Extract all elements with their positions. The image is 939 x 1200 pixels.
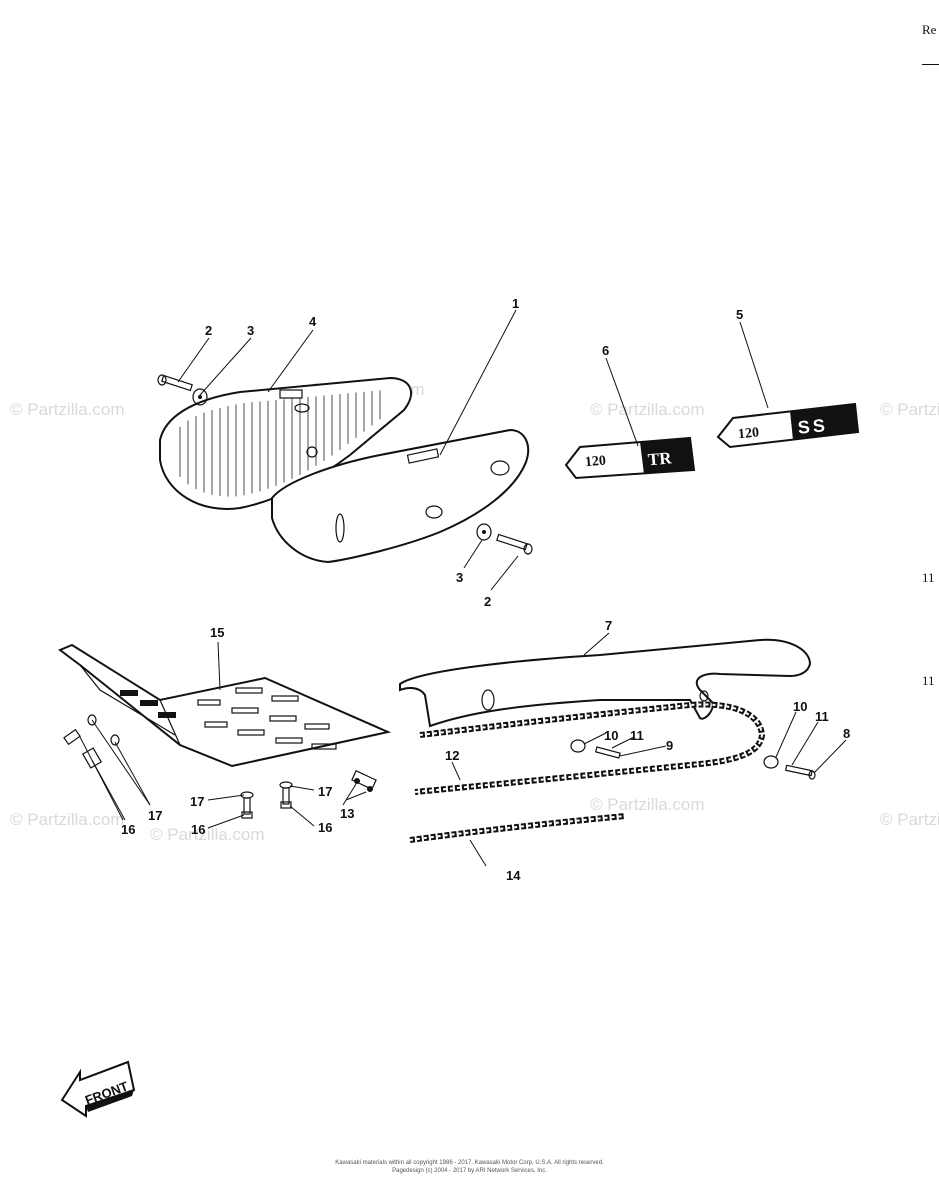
watermark-6: © Partzilla.com: [880, 810, 939, 829]
part-16-bolt-mid: [240, 791, 254, 819]
callout-numbers: 1 2 3 4 5 6 3 2 7 15 10 11 9 10 11 8 12 …: [121, 296, 850, 883]
callout-2-lower: 2: [484, 594, 491, 609]
watermark-8: © Partzilla.com: [150, 825, 265, 844]
callout-9: 9: [666, 738, 673, 753]
part-2-screw-upper: [157, 374, 193, 392]
part-3-washer-upper: [192, 388, 208, 406]
callout-14: 14: [506, 868, 521, 883]
callout-6: 6: [602, 343, 609, 358]
part-4-side-cover-rear: [159, 376, 412, 510]
watermark-1: © Partzilla.com: [10, 400, 125, 419]
edge-rule: [922, 64, 939, 65]
callout-7: 7: [605, 618, 612, 633]
part-16-bolt-right: [279, 781, 293, 809]
callout-13: 13: [340, 806, 354, 821]
callout-15: 15: [210, 625, 224, 640]
edge-text-top-right: Re: [922, 22, 937, 37]
part-1-side-cover-front: [271, 428, 530, 564]
watermark-3: © Partzilla.com: [880, 400, 939, 419]
part-3-washer-lower: [476, 523, 492, 541]
callout-10-right: 10: [793, 699, 807, 714]
copyright-line-1: Kawasaki materials within all copyright …: [335, 1160, 604, 1166]
front-direction-arrow: FRONT: [60, 1060, 136, 1118]
callout-1: 1: [512, 296, 519, 311]
callout-8: 8: [843, 726, 850, 741]
part-13-master-link: [351, 770, 377, 792]
callout-12: 12: [445, 748, 459, 763]
part-8-bolt: [784, 764, 816, 780]
callout-11-left: 11: [630, 728, 644, 743]
part-15-skid-plate: [58, 643, 392, 768]
part-6-emblem-120-tr: 120 TR: [564, 436, 696, 480]
callout-16-right: 16: [318, 820, 332, 835]
part-14-chain-short: [409, 813, 626, 843]
callout-11-right: 11: [815, 709, 829, 724]
part-10-collar-right: [763, 755, 779, 769]
callout-17-left: 17: [148, 808, 162, 823]
watermark-2: © Partzilla.com: [590, 400, 705, 419]
part-2-screw-lower: [496, 533, 533, 555]
part-5-emblem-120-ss: 120 SS: [716, 402, 860, 449]
callout-17-right: 17: [318, 784, 332, 799]
emblem-tr-number: 120: [584, 454, 606, 471]
part-12-drive-chain: [414, 701, 766, 795]
callout-3-upper: 3: [247, 323, 254, 338]
emblem-ss-number: 120: [737, 425, 759, 442]
part-16-bolt-left: [63, 728, 103, 769]
edge-mark-1: 11: [922, 570, 935, 585]
callout-4: 4: [309, 314, 317, 329]
emblem-ss-model: SS: [797, 415, 829, 438]
part-9-bolt: [594, 746, 621, 759]
part-10-collar-left: [570, 739, 586, 753]
watermark-4: © Partzilla.com: [10, 810, 125, 829]
callout-16-left: 16: [121, 822, 135, 837]
copyright-line-2: Pagedesign (c) 2004 - 2017 by ARI Networ…: [392, 1168, 547, 1174]
callout-2-upper: 2: [205, 323, 212, 338]
emblem-tr-model: TR: [647, 448, 673, 469]
part-17-washer-left: [87, 714, 120, 746]
callout-16-mid: 16: [191, 822, 205, 837]
callout-5: 5: [736, 307, 743, 322]
watermark-5: © Partzilla.com: [590, 795, 705, 814]
callout-10-left: 10: [604, 728, 618, 743]
callout-17-mid: 17: [190, 794, 204, 809]
callout-3-lower: 3: [456, 570, 463, 585]
skid-plate-slots: [120, 687, 337, 750]
edge-mark-2: 11: [922, 673, 935, 688]
leader-lines: [79, 309, 847, 867]
